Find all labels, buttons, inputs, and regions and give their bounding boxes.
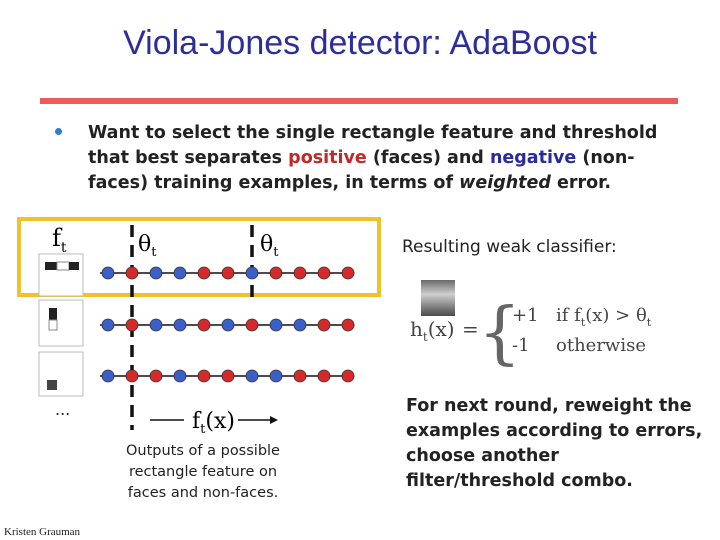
positive-example-dot	[269, 318, 283, 332]
positive-example-dot	[245, 369, 259, 383]
negative-example-dot	[269, 266, 283, 280]
feature-thumb-2	[38, 299, 84, 347]
weak-classifier-formula: ht(x) = { +1 if ft(x) > θt -1 otherwise	[410, 294, 652, 373]
negative-example-dot	[317, 318, 331, 332]
negative-example-dot	[125, 266, 139, 280]
negative-example-dot	[245, 318, 259, 332]
positive-example-dot	[149, 318, 163, 332]
theta-label-1: θt	[138, 232, 157, 260]
theta-label-2: θt	[260, 232, 279, 260]
negative-word: negative	[489, 148, 577, 168]
case1-value: +1	[512, 305, 539, 326]
positive-example-dot	[245, 266, 259, 280]
h-symbol: ht(x)	[410, 317, 455, 344]
positive-example-dot	[173, 318, 187, 332]
negative-example-dot	[197, 318, 211, 332]
author-credit: Kristen Grauman	[4, 526, 81, 538]
positive-word: positive	[288, 148, 367, 168]
positive-example-dot	[101, 369, 115, 383]
positive-example-dot	[173, 266, 187, 280]
negative-example-dot	[341, 266, 355, 280]
fx-label: ft(x)	[192, 409, 235, 437]
title-divider	[40, 98, 678, 104]
positive-example-dot	[101, 318, 115, 332]
bullet-marker	[55, 128, 62, 135]
case2-condition: otherwise	[556, 335, 646, 356]
negative-example-dot	[125, 369, 139, 383]
axis-rows	[100, 266, 355, 383]
brace-icon: {	[478, 294, 521, 373]
negative-example-dot	[341, 318, 355, 332]
ft-label: ft	[52, 224, 67, 256]
negative-example-dot	[341, 369, 355, 383]
slide-title: Viola-Jones detector: AdaBoost	[123, 24, 597, 62]
face-thumbnail	[421, 280, 455, 316]
next-round-text: For next round, reweight the examples ac…	[406, 396, 703, 491]
case1-condition: if ft(x) > θt	[556, 305, 652, 329]
weighted-word: weighted	[459, 173, 551, 193]
highlight-box	[17, 217, 381, 297]
resulting-classifier-label: Resulting weak classifier:	[402, 237, 617, 257]
negative-example-dot	[317, 369, 331, 383]
negative-example-dot	[197, 266, 211, 280]
positive-example-dot	[269, 369, 283, 383]
positive-example-dot	[221, 318, 235, 332]
positive-example-dot	[149, 266, 163, 280]
equals-sign: =	[462, 317, 479, 341]
feature-thumb-3	[38, 351, 84, 397]
ellipsis: ...	[55, 400, 70, 419]
negative-example-dot	[293, 369, 307, 383]
bullet-text: Want to select the single rectangle feat…	[88, 123, 658, 193]
negative-example-dot	[197, 369, 211, 383]
feature-thumb-1	[38, 253, 84, 297]
negative-example-dot	[149, 369, 163, 383]
case2-value: -1	[512, 335, 530, 356]
negative-example-dot	[317, 266, 331, 280]
positive-example-dot	[293, 318, 307, 332]
negative-example-dot	[125, 318, 139, 332]
positive-example-dot	[173, 369, 187, 383]
axis-arrow-head	[270, 416, 278, 424]
negative-example-dot	[221, 369, 235, 383]
outputs-caption: Outputs of a possible rectangle feature …	[126, 443, 280, 501]
negative-example-dot	[221, 266, 235, 280]
positive-example-dot	[101, 266, 115, 280]
negative-example-dot	[293, 266, 307, 280]
